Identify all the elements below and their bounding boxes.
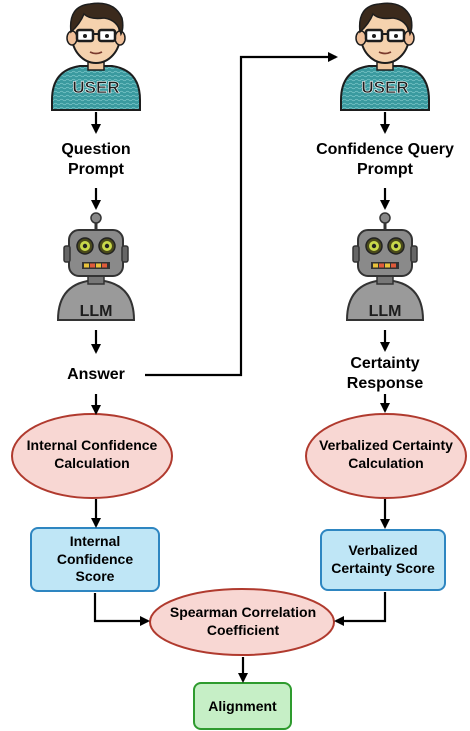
internal-confidence-calculation-label: Internal Confidence Calculation [26,437,158,471]
arrows [91,52,390,683]
verbalized-certainty-calculation-label: Verbalized Certainty Calculation [319,437,453,471]
alignment-label: Alignment [208,698,277,714]
user-label: USER [72,78,119,97]
robot-icon: LLM [56,211,136,322]
internal-confidence-score-label: Internal Confidence Score [56,533,134,584]
verbalized-certainty-calculation-node [305,413,467,499]
answer-label: Answer [67,366,125,383]
llm-label: LLM [369,303,402,320]
verbalized-certainty-score-node [320,529,446,591]
verbalized-certainty-score-label: Verbalized Certainty Score [331,542,435,576]
arrow [93,593,150,626]
llm-label: LLM [80,303,113,320]
user-icon: USER [339,2,431,112]
alignment-node [193,682,292,730]
arrow [334,592,387,626]
user-icon: USER [50,2,142,112]
certainty-response-label: Certainty Response [346,355,424,392]
internal-confidence-score-node [30,527,160,592]
robot-icon: LLM [345,211,425,322]
question-prompt-label: Question Prompt [61,141,131,178]
arrow [145,52,338,377]
spearman-coefficient-label: Spearman Correlation Coefficient [169,604,317,638]
confidence-query-prompt-label: Confidence Query Prompt [316,141,454,178]
user-label: USER [361,78,408,97]
